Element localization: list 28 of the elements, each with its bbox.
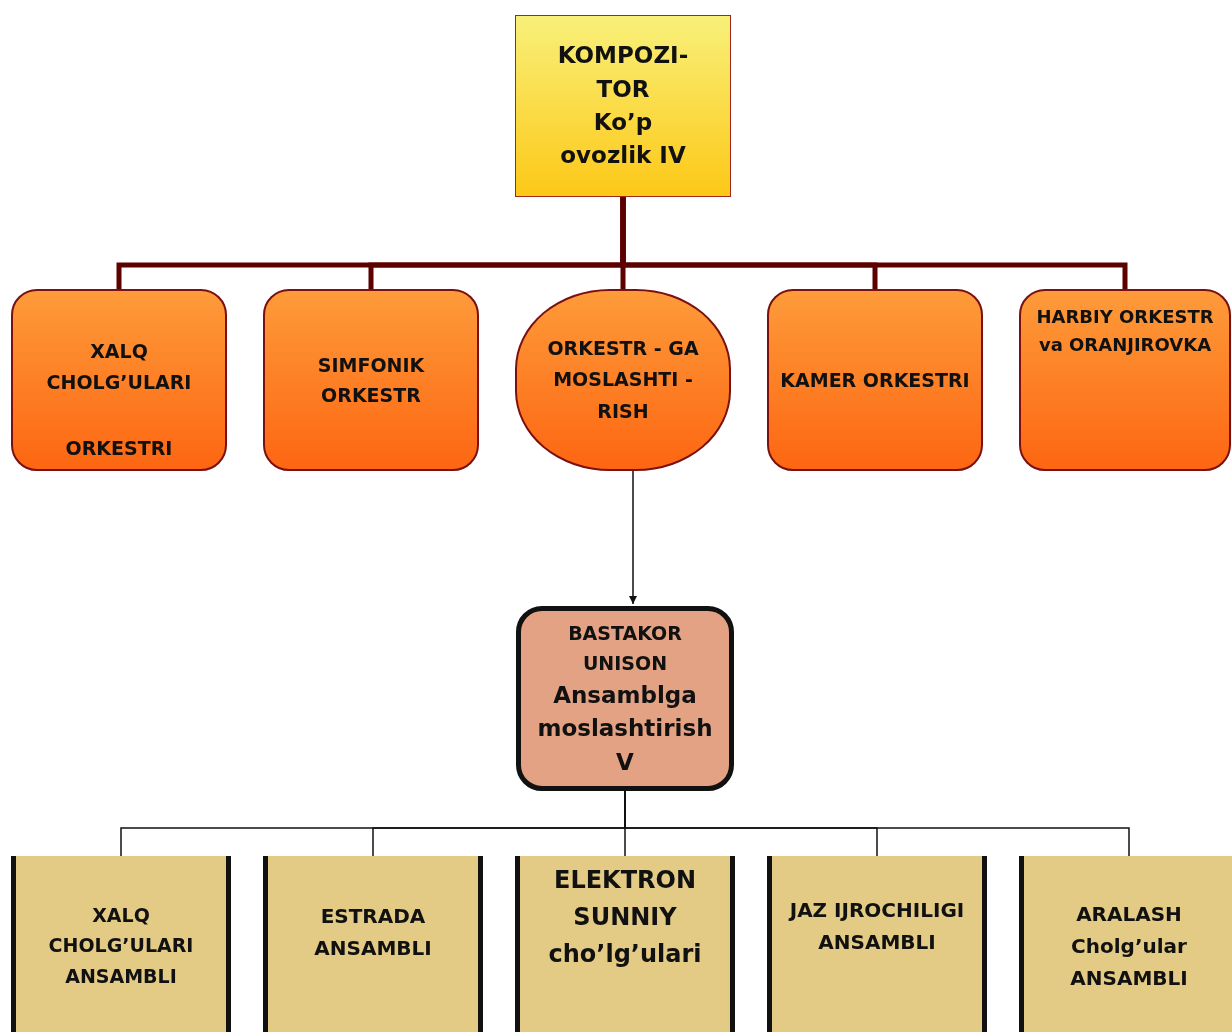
node-title: SIMFONIK ORKESTR <box>316 352 426 408</box>
arrow <box>629 470 637 605</box>
category-box <box>263 289 479 471</box>
connector-line <box>620 197 1128 289</box>
category-box <box>11 289 227 471</box>
ensemble-box <box>11 856 231 1032</box>
node-title: XALQ CHOLG’ULARI <box>45 339 193 395</box>
process-box <box>516 606 734 791</box>
node-subtitle: ORKESTRI <box>65 436 173 462</box>
node-title: HARBIY ORKESTR va ORANJIROVKA <box>1035 305 1215 357</box>
ensemble-box <box>767 856 987 1032</box>
node-subtitle: Ansamblga moslashtirish V <box>536 680 714 777</box>
ensemble-box <box>263 856 483 1032</box>
node-title: ELEKTRON SUNNIY cho’lg’ulari <box>547 865 703 971</box>
node-subtitle: Ko’p ovozlik IV <box>559 108 687 171</box>
node-title: ORKESTR - GA MOSLASHTI - RISH <box>547 336 699 424</box>
ensemble-box <box>515 856 735 1032</box>
category-box <box>1019 289 1231 471</box>
category-box <box>767 289 983 471</box>
node-title: BASTAKOR UNISON <box>567 621 683 677</box>
node-title: ARALASH Cholg’ular ANSAMBLI <box>1069 901 1189 992</box>
node-title: XALQ CHOLG’ULARI ANSAMBLI <box>47 903 195 989</box>
node-title: JAZ IJROCHILIGI ANSAMBLI <box>787 897 966 956</box>
node-title: KAMER ORKESTRI <box>780 367 970 393</box>
node-title: ESTRADA ANSAMBLI <box>313 903 433 962</box>
node-title: KOMPOZI- TOR <box>556 41 690 104</box>
title-box <box>515 15 731 197</box>
ensemble-box <box>1019 856 1232 1032</box>
